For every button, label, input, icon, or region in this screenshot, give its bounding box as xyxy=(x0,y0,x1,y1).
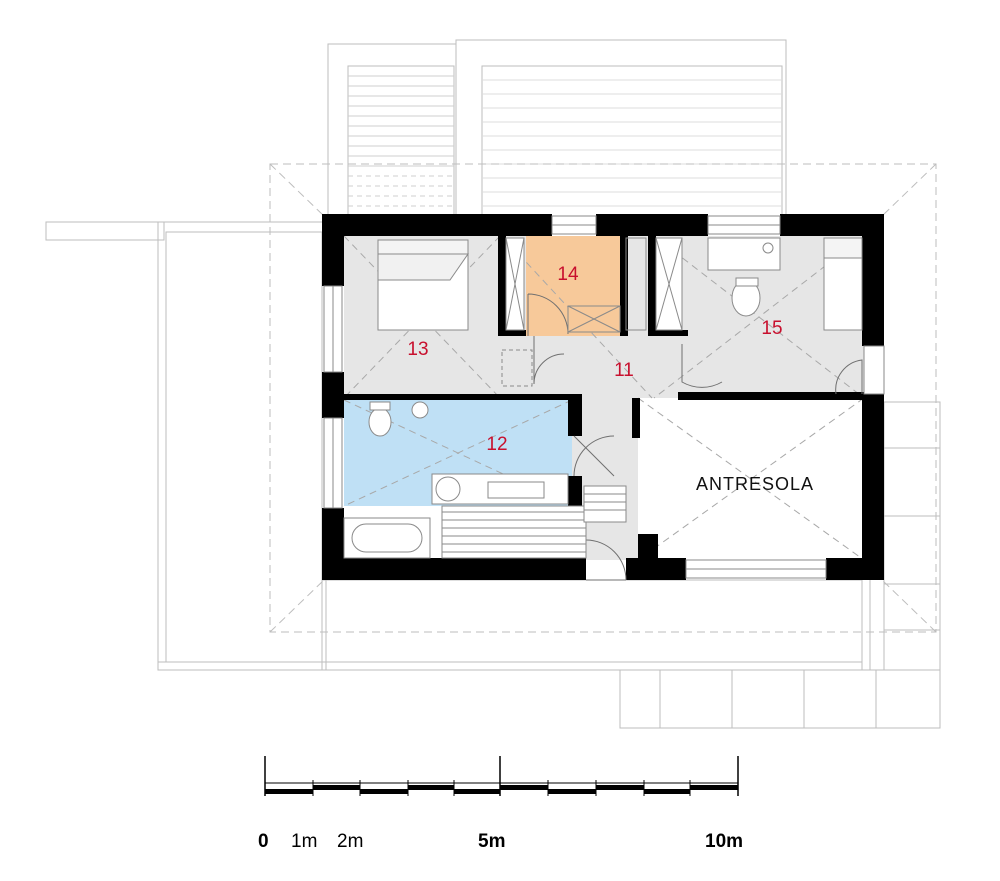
scale-label-1m: 1m xyxy=(291,831,317,852)
terrace-outlines xyxy=(45,39,941,729)
walls xyxy=(322,214,884,580)
scale-label-2m: 2m xyxy=(337,831,363,852)
room-label-13: 13 xyxy=(407,339,428,360)
room-label-14: 14 xyxy=(557,264,579,285)
scale-label-10m: 10m xyxy=(705,831,743,852)
windows xyxy=(323,215,885,579)
antresola-label: ANTRESOLA xyxy=(696,474,814,494)
scale-bar: 0 1m 2m 5m 10m xyxy=(258,756,743,852)
furniture xyxy=(343,237,863,559)
exterior-stair-treads xyxy=(348,75,454,207)
scale-label-5m: 5m xyxy=(478,831,505,852)
roof-outline xyxy=(269,163,937,633)
interior-stair xyxy=(441,485,627,559)
room-label-12: 12 xyxy=(486,434,507,455)
room-label-11: 11 xyxy=(614,360,634,381)
doors xyxy=(527,293,863,581)
room-label-15: 15 xyxy=(761,318,782,339)
scale-label-0: 0 xyxy=(258,831,269,852)
